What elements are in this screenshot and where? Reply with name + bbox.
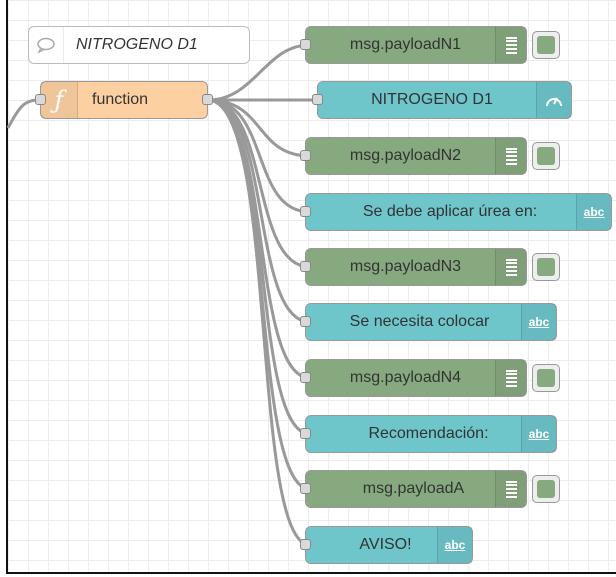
text-abc-icon: abc [576, 194, 611, 230]
text-abc-icon: abc [521, 416, 556, 452]
debug-node-payloadN1[interactable]: msg.payloadN1 [300, 26, 560, 64]
debug-input-port[interactable] [300, 39, 311, 50]
function-label: function [92, 91, 149, 108]
text-input-port[interactable] [300, 206, 311, 217]
debug-node-payloadA[interactable]: msg.payloadA [300, 470, 560, 508]
list-icon [495, 27, 526, 63]
debug-node-payloadN4[interactable]: msg.payloadN4 [300, 359, 560, 397]
comment-icon [29, 27, 64, 63]
debug-label: msg.payloadN3 [349, 258, 462, 275]
gauge-node-nitrogeno[interactable]: NITROGENO D1 [312, 81, 572, 119]
text-node-label: AVISO! [359, 536, 412, 553]
gauge-label: NITROGENO D1 [371, 91, 493, 108]
text-abc-icon: abc [437, 527, 472, 563]
debug-input-port[interactable] [300, 483, 311, 494]
debug-input-port[interactable] [300, 372, 311, 383]
text-node-aplicar-urea[interactable]: Se debe aplicar úrea en: abc [300, 193, 612, 231]
text-node-label: Se debe aplicar úrea en: [362, 203, 538, 220]
text-node-label: Recomendación: [368, 425, 489, 442]
debug-input-port[interactable] [300, 261, 311, 272]
function-output-port[interactable] [202, 94, 213, 105]
function-icon: ƒ [41, 82, 78, 118]
list-icon [495, 360, 526, 396]
debug-label: msg.payloadN1 [349, 36, 462, 53]
gauge-icon [536, 82, 571, 118]
debug-node-payloadN2[interactable]: msg.payloadN2 [300, 137, 560, 175]
text-node-recomendacion[interactable]: Recomendación: abc [300, 415, 557, 453]
debug-input-port[interactable] [300, 150, 311, 161]
debug-toggle-button[interactable] [532, 31, 560, 59]
canvas-border-left [6, 0, 8, 574]
debug-label: msg.payloadN2 [349, 147, 462, 164]
debug-label: msg.payloadN4 [349, 369, 462, 386]
list-icon [495, 138, 526, 174]
debug-node-payloadN3[interactable]: msg.payloadN3 [300, 248, 560, 286]
debug-toggle-button[interactable] [532, 364, 560, 392]
comment-node[interactable]: NITROGENO D1 [28, 26, 250, 64]
comment-label: NITROGENO D1 [76, 36, 198, 53]
debug-toggle-button[interactable] [532, 475, 560, 503]
text-node-aviso[interactable]: AVISO! abc [300, 526, 473, 564]
list-icon [495, 471, 526, 507]
debug-toggle-button[interactable] [532, 253, 560, 281]
canvas-border-bottom [6, 572, 616, 574]
list-icon [495, 249, 526, 285]
text-node-necesita-colocar[interactable]: Se necesita colocar abc [300, 303, 557, 341]
function-input-port[interactable] [35, 94, 46, 105]
gauge-input-port[interactable] [312, 94, 323, 105]
debug-toggle-button[interactable] [532, 142, 560, 170]
text-input-port[interactable] [300, 428, 311, 439]
text-input-port[interactable] [300, 539, 311, 550]
text-node-label: Se necesita colocar [349, 313, 490, 330]
text-abc-icon: abc [521, 304, 556, 340]
text-input-port[interactable] [300, 316, 311, 327]
function-node[interactable]: ƒ function [35, 81, 213, 119]
debug-label: msg.payloadA [362, 480, 465, 497]
